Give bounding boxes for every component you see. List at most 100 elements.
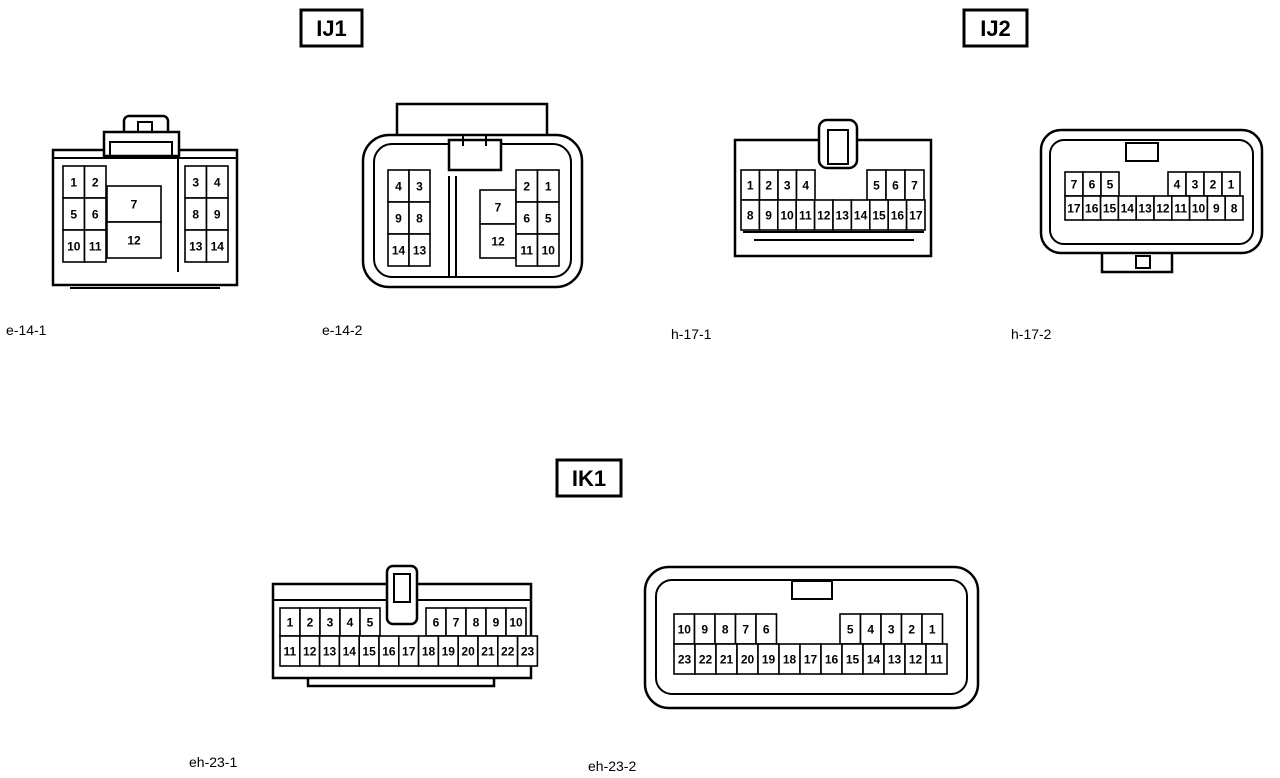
pin-label: 6	[523, 212, 530, 226]
pin-13: 13	[318, 635, 341, 667]
pin-9: 9	[693, 613, 716, 645]
pin-label: 7	[1071, 178, 1078, 192]
pin-label: 8	[416, 212, 423, 226]
pin-label: 4	[214, 176, 221, 190]
pin-label: 16	[891, 209, 905, 223]
pin-label: 22	[501, 645, 515, 659]
pin-5: 5	[839, 613, 862, 645]
pin-label: 5	[847, 623, 854, 637]
pin-15: 15	[358, 635, 380, 667]
pin-14: 14	[850, 199, 871, 231]
pin-label: 1	[287, 616, 294, 630]
pin-12: 12	[1153, 195, 1173, 221]
caption-h-17-1: h-17-1	[671, 326, 712, 342]
pin-4: 4	[1167, 171, 1187, 197]
pin-label: 9	[701, 623, 708, 637]
pin-2: 2	[1203, 171, 1223, 197]
pin-label: 6	[92, 208, 99, 222]
pin-label: 11	[1174, 202, 1187, 216]
pin-14: 14	[862, 643, 885, 675]
pin-label: 12	[127, 234, 141, 248]
pin-label: 10	[1192, 202, 1206, 216]
pin-5: 5	[536, 201, 560, 235]
pin-10: 10	[776, 199, 797, 231]
pin-9: 9	[485, 607, 507, 637]
pin-3: 3	[880, 613, 903, 645]
pin-label: 18	[422, 645, 436, 659]
pin-13: 13	[184, 229, 208, 263]
pin-label: 2	[92, 176, 99, 190]
pin-2: 2	[299, 607, 321, 637]
pin-label: 13	[888, 653, 902, 667]
pin-3: 3	[1185, 171, 1205, 197]
pin-6: 6	[83, 197, 107, 231]
pin-7: 7	[445, 607, 467, 637]
pin-label: 6	[763, 623, 770, 637]
pin-label: 21	[720, 653, 734, 667]
pin-label: 15	[362, 645, 376, 659]
caption-e-14-2: e-14-2	[322, 322, 363, 338]
pin-label: 15	[872, 209, 886, 223]
pin-label: 14	[211, 240, 225, 254]
pin-label: 19	[442, 645, 456, 659]
pin-17: 17	[1064, 195, 1084, 221]
pin-22: 22	[496, 635, 519, 667]
pin-9: 9	[758, 199, 779, 231]
pin-3: 3	[408, 169, 431, 203]
pin-9: 9	[387, 201, 410, 235]
group-title-ij2: IJ2	[962, 8, 1029, 48]
pin-14: 14	[387, 233, 410, 267]
pin-14: 14	[1117, 195, 1138, 221]
pin-label: 17	[1067, 202, 1081, 216]
pin-5: 5	[866, 169, 887, 201]
pin-5: 5	[62, 197, 86, 231]
pin-label: 8	[1231, 202, 1238, 216]
pin-21: 21	[477, 635, 499, 667]
pin-label: 5	[367, 616, 374, 630]
pin-1: 1	[1221, 171, 1241, 197]
pin-label: 11	[284, 645, 297, 659]
pin-11: 11	[795, 199, 816, 231]
pin-label: 5	[1107, 178, 1114, 192]
pin-6: 6	[515, 201, 539, 235]
pin-label: 1	[1228, 178, 1235, 192]
pin-label: 1	[747, 179, 754, 193]
pin-label: 1	[929, 623, 936, 637]
pin-label: 10	[780, 209, 794, 223]
pin-16: 16	[887, 199, 908, 231]
pin-label: 3	[1192, 178, 1199, 192]
group-title-ij2-text: IJ2	[980, 16, 1011, 41]
pin-8: 8	[740, 199, 761, 231]
pin-label: 7	[495, 201, 502, 215]
pin-19: 19	[757, 643, 780, 675]
group-title-ij1-text: IJ1	[316, 16, 347, 41]
pin-label: 4	[802, 179, 809, 193]
pin-label: 5	[70, 208, 77, 222]
pin-18: 18	[417, 635, 440, 667]
pin-label: 12	[303, 645, 317, 659]
pin-14: 14	[338, 635, 360, 667]
pin-1: 1	[279, 607, 301, 637]
pin-1: 1	[536, 169, 560, 203]
pin-label: 19	[762, 653, 776, 667]
pin-15: 15	[1099, 195, 1120, 221]
group-title-ik1-text: IK1	[572, 466, 606, 491]
caption-e-14-1: e-14-1	[6, 322, 47, 338]
pin-6: 6	[425, 607, 447, 637]
pin-11: 11	[925, 643, 948, 675]
pin-label: 2	[307, 616, 314, 630]
pin-label: 13	[413, 244, 427, 258]
pin-7: 7	[479, 189, 517, 225]
pin-label: 15	[846, 653, 860, 667]
pin-label: 20	[461, 645, 475, 659]
pin-20: 20	[457, 635, 479, 667]
pin-label: 23	[678, 653, 692, 667]
pin-17: 17	[905, 199, 926, 231]
pin-label: 7	[742, 623, 749, 637]
pin-label: 9	[1213, 202, 1220, 216]
pin-15: 15	[841, 643, 864, 675]
pin-label: 4	[395, 180, 402, 194]
